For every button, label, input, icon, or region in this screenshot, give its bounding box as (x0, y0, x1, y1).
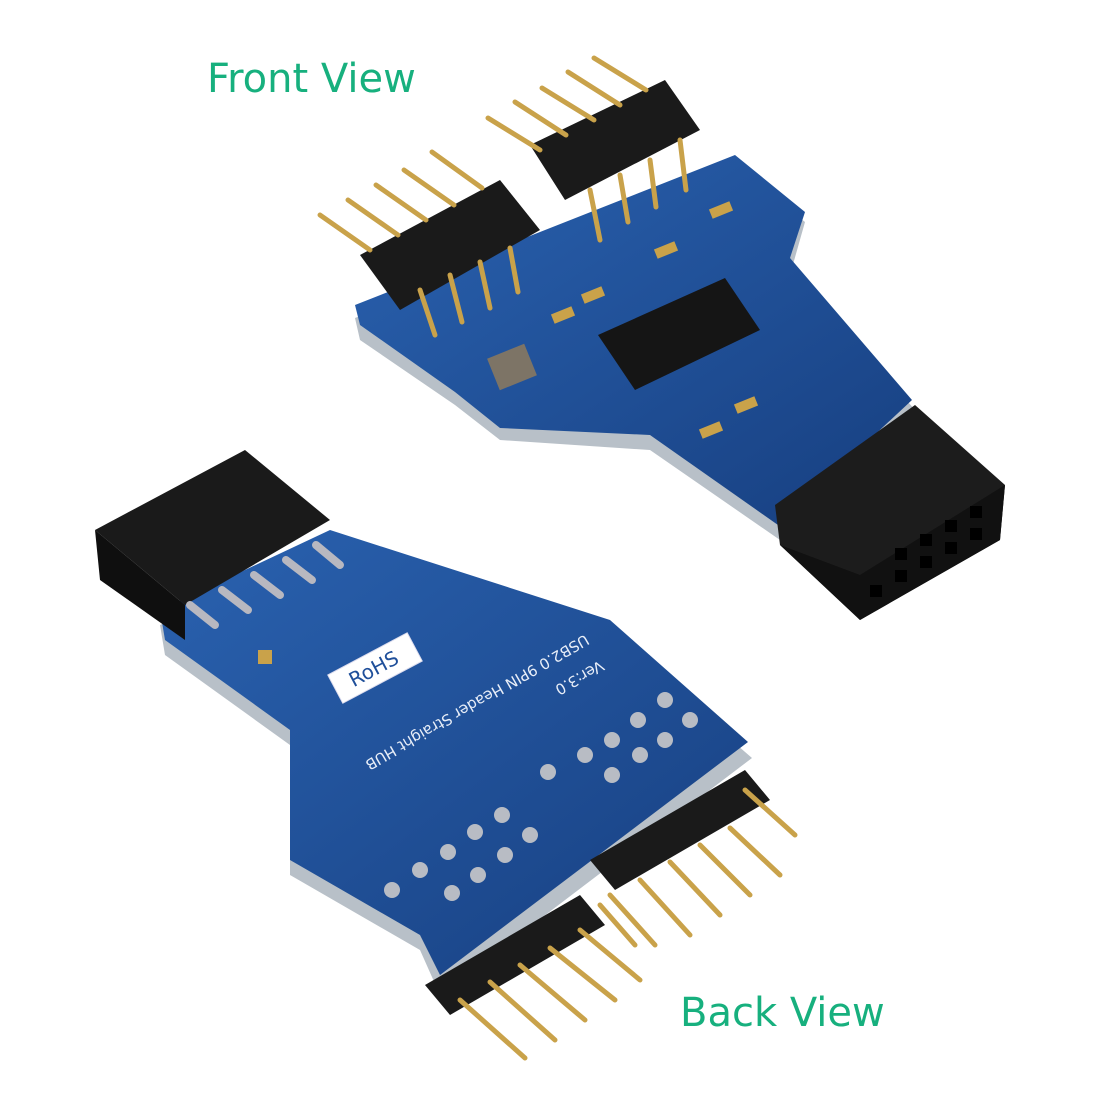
back-header-pins (457, 787, 798, 1061)
solder-pads (384, 692, 698, 901)
back-view-caption: Back View (680, 990, 885, 1036)
front-header-j2 (360, 180, 540, 310)
back-board: RoHS Ver:3.0 USB2.0 9PIN Header Straight… (95, 450, 798, 1061)
front-board (317, 55, 1005, 620)
front-header-pins (317, 55, 689, 338)
crystal (487, 343, 537, 391)
back-male-header-left (425, 895, 605, 1015)
front-view-caption: Front View (207, 56, 416, 102)
front-header-j3 (530, 80, 700, 200)
smd-components (550, 201, 759, 439)
female-header-holes (870, 506, 982, 597)
back-male-header-right (590, 770, 770, 890)
rohs-label (327, 632, 423, 704)
usb-hub-chip (598, 278, 760, 390)
back-female-header (95, 450, 330, 605)
